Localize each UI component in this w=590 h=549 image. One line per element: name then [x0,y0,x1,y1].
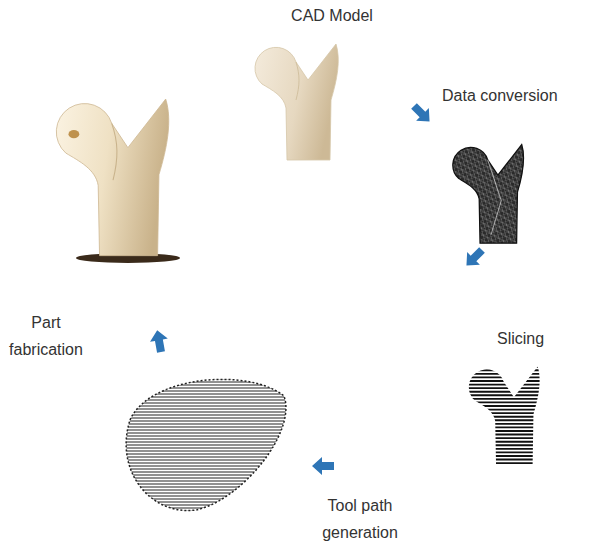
cad-model-figure [255,44,338,160]
flow-arrow [148,329,170,354]
flow-arrow [312,457,334,475]
fabricated-part-figure [56,99,180,263]
tool-path-figure [126,379,286,510]
stage-label: Slicing [497,325,577,352]
stage-label: Data conversion [442,82,582,109]
flow-arrow [408,100,436,128]
stage-label: Part fabrication [3,309,89,363]
mesh-figure [453,145,524,244]
flow-arrow [460,244,488,272]
stage-label: Tool path generation [308,492,412,546]
flow-arrows [148,100,488,475]
stage-label: CAD Model [272,2,392,29]
sliced-figure [456,363,549,467]
